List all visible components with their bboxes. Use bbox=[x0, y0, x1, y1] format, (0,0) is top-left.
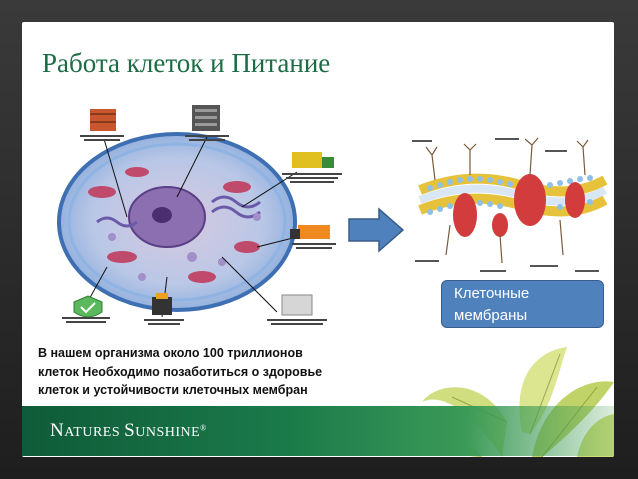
membrane-label-line1: Клеточные bbox=[454, 285, 530, 302]
natures-sunshine-logo: NATURES SUNSHINE® bbox=[50, 420, 207, 441]
footer-bar bbox=[22, 406, 614, 456]
body-text-line2: клеток Необходимо позаботиться о здоровь… bbox=[38, 364, 323, 379]
cell-membrane-image bbox=[412, 137, 608, 272]
body-text-line1: В нашем организма около 100 триллионов bbox=[38, 346, 303, 360]
right-arrow bbox=[348, 207, 405, 253]
membrane-label-line2: мембраны bbox=[454, 307, 528, 324]
presentation-slide: Работа клеток и Питание bbox=[22, 22, 614, 457]
cell-diagram-image bbox=[57, 105, 342, 325]
body-text-line3: клеток и устойчивости клеточных мембран bbox=[38, 383, 308, 397]
body-text: В нашем организма около 100 триллионов к… bbox=[38, 344, 398, 400]
membrane-label-box: Клеточные мембраны bbox=[441, 280, 604, 328]
slide-title: Работа клеток и Питание bbox=[42, 48, 331, 78]
